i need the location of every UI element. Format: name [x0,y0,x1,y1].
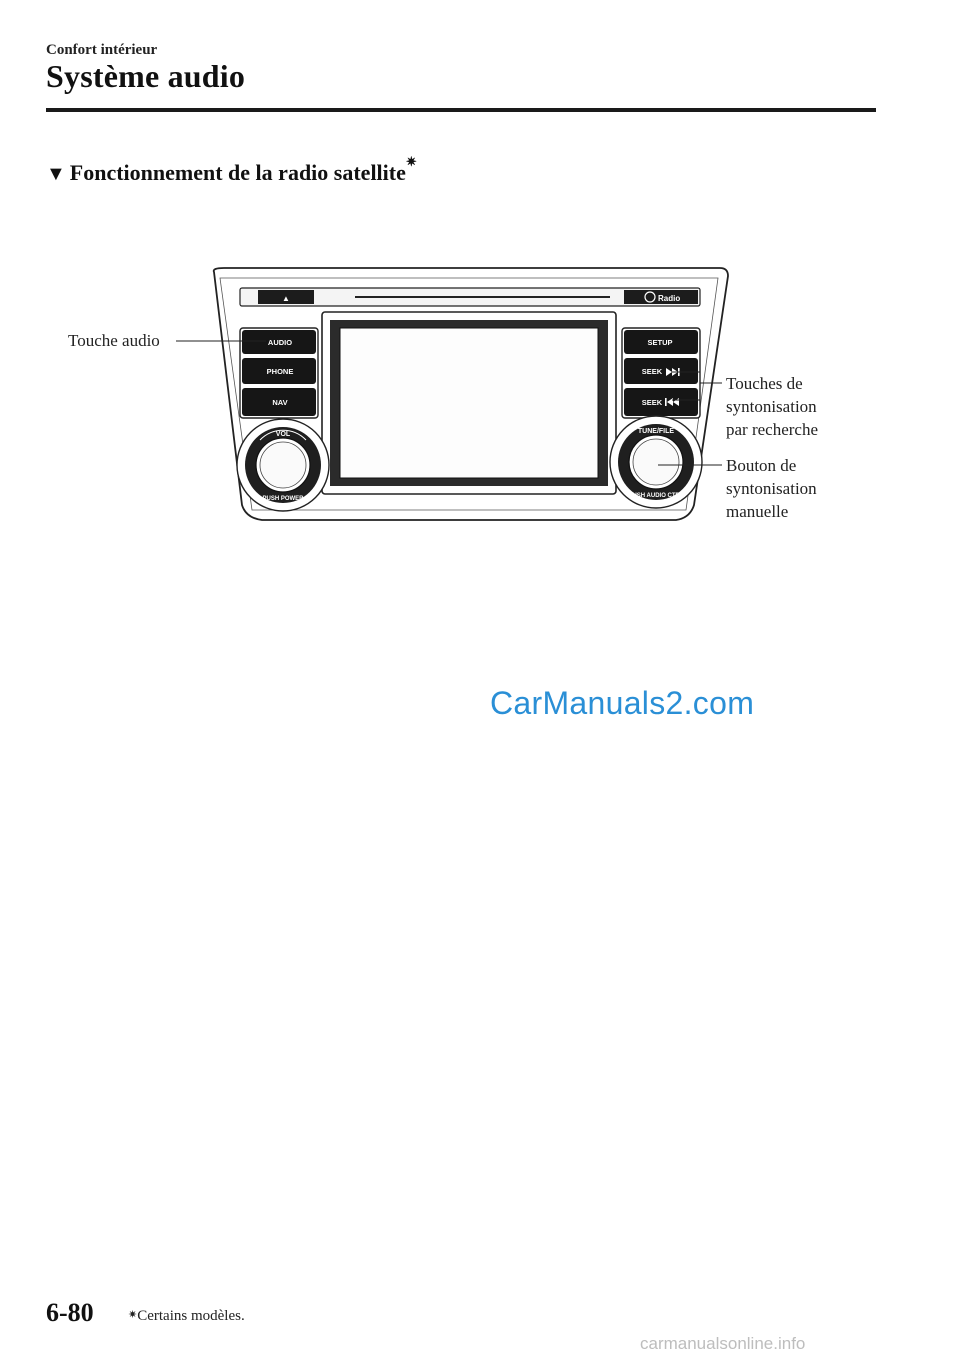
section-heading: ▼Fonctionnement de la radio satellite✷ [46,154,417,186]
callout-seek-buttons: Touches de syntonisation par recherche [726,374,819,439]
section-heading-text: Fonctionnement de la radio satellite [69,160,406,185]
phone-button [242,358,316,384]
callout-audio-button: Touche audio [68,331,160,350]
tune-knob [609,415,703,509]
section-label: Confort intérieur [46,42,158,58]
callout-tune-knob: Bouton de syntonisation manuelle [726,456,817,521]
hd-radio-badge [624,290,698,304]
display-screen [339,327,599,479]
seek-down-button-label: SEEK [642,398,663,407]
eject-icon: ▲ [282,294,290,303]
page-number: 6-80 [46,1298,94,1327]
header-rule [46,108,876,112]
seek-up-button [624,358,698,384]
chapter-title: Système audio [46,58,246,94]
push-audio-ctrl-label: PUSH AUDIO CTRL [628,493,683,499]
tune-file-label: TUNE/FILE [638,428,674,435]
setup-button-label: SETUP [647,338,672,347]
hd-radio-icon [644,291,656,303]
unit-bezel-inner [219,277,719,511]
watermark: CarManuals2.com [490,685,755,721]
hd-radio-label: Radio [658,294,680,303]
audio-button-label: AUDIO [268,338,292,347]
audio-button [242,330,316,354]
optional-star-icon: ✷ [405,154,417,169]
section-marker-icon: ▼ [46,163,66,185]
seek-back-icon-bar [665,398,667,406]
seek-up-button-label: SEEK [642,367,663,376]
push-power-label: PUSH POWER [262,496,304,502]
eject-button [258,290,314,304]
footer-note: ✷Certains modèles. [128,1308,245,1325]
audio-unit-illustration: ▲ Radio AUDIO PHONE NAV SETUP SEEK SEEK … [176,267,729,521]
volume-knob [236,418,330,512]
footer-star-icon: ✷ [128,1309,138,1321]
phone-button-label: PHONE [267,367,294,376]
site-mark: carmanualsonline.info [640,1334,806,1353]
seek-down-button [624,388,698,416]
footer-note-text: Certains modèles. [137,1308,245,1324]
setup-button [624,330,698,354]
nav-button-label: NAV [272,398,287,407]
vol-label: VOL [276,431,291,438]
nav-button [242,388,316,416]
